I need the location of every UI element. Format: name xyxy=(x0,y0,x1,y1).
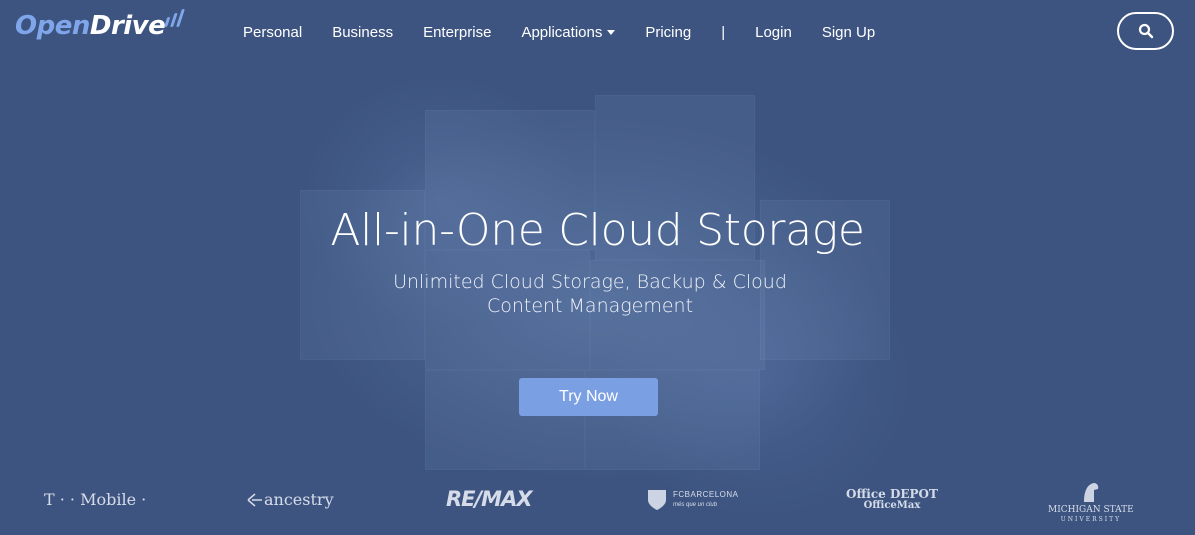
opendrive-logo[interactable]: OpenDrive xyxy=(15,6,186,46)
nav-business[interactable]: Business xyxy=(332,23,394,41)
customer-logos: T · · Mobile · ancestry RE/MAX FCBARCELO… xyxy=(0,480,1195,535)
ancestry-logo: ancestry xyxy=(246,490,334,509)
msu-label: MICHIGAN STATE xyxy=(1048,505,1134,515)
nav-pricing[interactable]: Pricing xyxy=(645,23,692,41)
nav-applications-label: Applications xyxy=(521,23,603,41)
search-icon xyxy=(1138,23,1153,39)
nav-signup[interactable]: Sign Up xyxy=(821,23,876,41)
hero-subtitle-line2: Content Management xyxy=(486,295,694,317)
remax-logo: RE/MAX xyxy=(446,487,533,511)
fcb-crest-icon xyxy=(648,490,666,510)
try-now-button[interactable]: Try Now xyxy=(519,378,658,416)
officedepot-logo: Office DEPOT OfficeMax xyxy=(846,488,938,512)
msu-sublabel: UNIVERSITY xyxy=(1060,516,1122,523)
nav-personal[interactable]: Personal xyxy=(243,23,303,41)
hero-title: All-in-One Cloud Storage xyxy=(330,205,865,256)
michigan-state-logo: MICHIGAN STATE UNIVERSITY xyxy=(1048,480,1134,524)
site-header: OpenDrive Personal Business Enterprise A… xyxy=(0,0,1195,64)
spartan-helmet-icon xyxy=(1083,483,1099,502)
main-nav: Personal Business Enterprise Application… xyxy=(243,0,905,64)
nav-login[interactable]: Login xyxy=(755,23,792,41)
logo-bars-icon xyxy=(164,9,186,27)
nav-separator: | xyxy=(721,23,726,41)
chevron-down-icon xyxy=(607,29,616,35)
fcbarcelona-logo: FCBARCELONA més que un club xyxy=(646,488,739,512)
nav-applications[interactable]: Applications xyxy=(521,23,616,41)
officedepot-label: Office DEPOT xyxy=(846,487,938,501)
fcb-label: FCBARCELONA xyxy=(673,490,739,499)
logo-wordmark: OpenDrive xyxy=(15,11,166,41)
tmobile-logo: T · · Mobile · xyxy=(44,490,147,509)
search-button[interactable] xyxy=(1117,12,1174,50)
officemax-label: OfficeMax xyxy=(863,500,921,511)
nav-enterprise[interactable]: Enterprise xyxy=(423,23,492,41)
fcb-motto: més que un club xyxy=(673,502,718,508)
hero-subtitle: Unlimited Cloud Storage, Backup & Cloud … xyxy=(380,270,800,318)
hero-subtitle-line1: Unlimited Cloud Storage, Backup & Cloud xyxy=(393,271,787,293)
ancestry-leaf-icon xyxy=(247,492,262,507)
ancestry-label: ancestry xyxy=(264,490,334,509)
